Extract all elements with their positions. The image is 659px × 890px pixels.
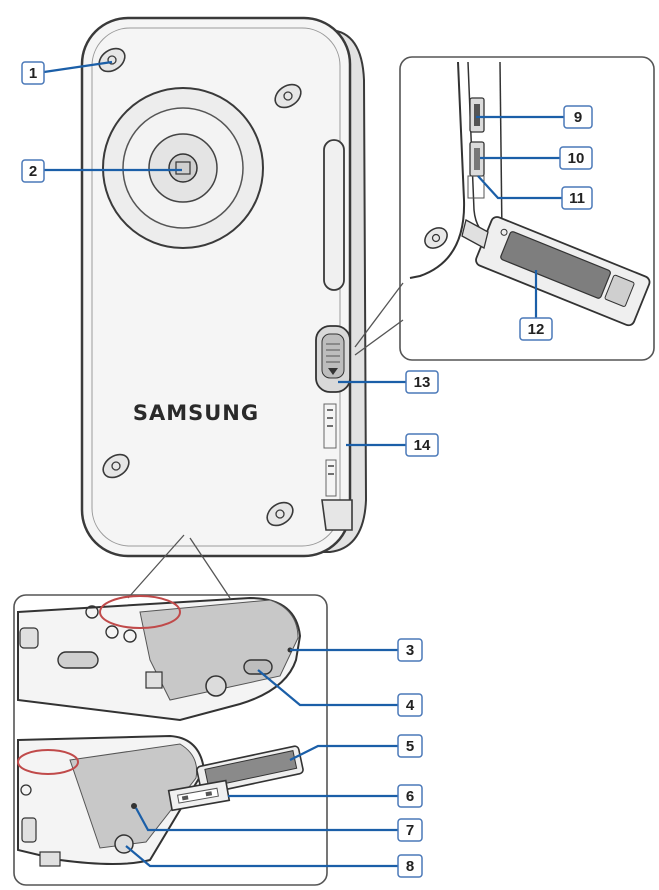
leader-lines <box>43 60 564 868</box>
inset-card-slot-pointer-lower <box>354 319 404 356</box>
callout-2: 2 <box>21 159 45 183</box>
callout-label: 3 <box>406 642 414 659</box>
inset-upper-camera <box>17 595 302 722</box>
callout-label: 12 <box>528 321 545 338</box>
camcorder-body: SAMSUNG <box>80 16 368 558</box>
side-strap-slot <box>323 139 345 291</box>
callout-1: 1 <box>21 61 45 85</box>
leader-line-8 <box>125 845 398 868</box>
bottom-hinge <box>321 499 353 531</box>
callout-label: 2 <box>29 163 37 180</box>
callout-14: 14 <box>405 433 439 457</box>
callout-13: 13 <box>405 370 439 394</box>
inset-card-slot-pointer-upper <box>354 282 404 348</box>
inset-port-label <box>467 175 485 199</box>
callouts: 1 2 3 4 5 6 7 8 <box>21 61 593 878</box>
leader-line-1 <box>43 60 113 74</box>
slide-switch <box>315 325 351 393</box>
leader-line-11 <box>477 175 562 200</box>
leader-line-7 <box>135 807 398 832</box>
callout-4: 4 <box>397 693 423 717</box>
screw-top-left <box>98 47 126 73</box>
callout-10: 10 <box>559 146 593 170</box>
callout-8: 8 <box>397 854 423 878</box>
lens-center-mark <box>175 161 191 175</box>
inset-open-cover <box>475 216 651 327</box>
callout-label: 14 <box>414 437 431 454</box>
inset-screw <box>424 227 448 249</box>
inset-card-slot <box>354 56 655 361</box>
inset-usb-port-pointer-left <box>127 534 185 599</box>
callout-label: 4 <box>406 697 415 714</box>
callout-label: 7 <box>406 822 414 839</box>
callout-label: 1 <box>29 65 37 82</box>
callout-6: 6 <box>397 784 423 808</box>
leader-line-5 <box>289 744 398 761</box>
leader-line-4 <box>257 669 398 707</box>
callout-9: 9 <box>563 105 593 129</box>
callout-5: 5 <box>397 734 423 758</box>
brand-logo: SAMSUNG <box>133 401 259 425</box>
inset-lower-camera <box>17 734 304 867</box>
inset-usb-port-pointer-right <box>189 537 231 599</box>
callout-label: 10 <box>568 150 585 167</box>
callout-label: 11 <box>569 190 585 207</box>
usb-connector <box>167 779 231 812</box>
screw-bottom-right <box>266 501 294 527</box>
callout-3: 3 <box>397 638 423 662</box>
lens-glass <box>168 153 198 183</box>
inset-usb-port <box>13 534 328 886</box>
inset-body-edge <box>409 61 466 279</box>
callout-7: 7 <box>397 818 423 842</box>
callout-label: 5 <box>406 738 414 755</box>
side-port-markings <box>323 403 337 497</box>
screw-top-right <box>274 83 302 109</box>
callout-label: 6 <box>406 788 414 805</box>
callout-label: 8 <box>406 858 414 875</box>
screw-bottom-left <box>102 453 130 479</box>
callout-11: 11 <box>561 186 593 210</box>
callout-label: 9 <box>574 109 582 126</box>
callout-label: 13 <box>414 374 431 391</box>
callout-12: 12 <box>519 317 553 341</box>
